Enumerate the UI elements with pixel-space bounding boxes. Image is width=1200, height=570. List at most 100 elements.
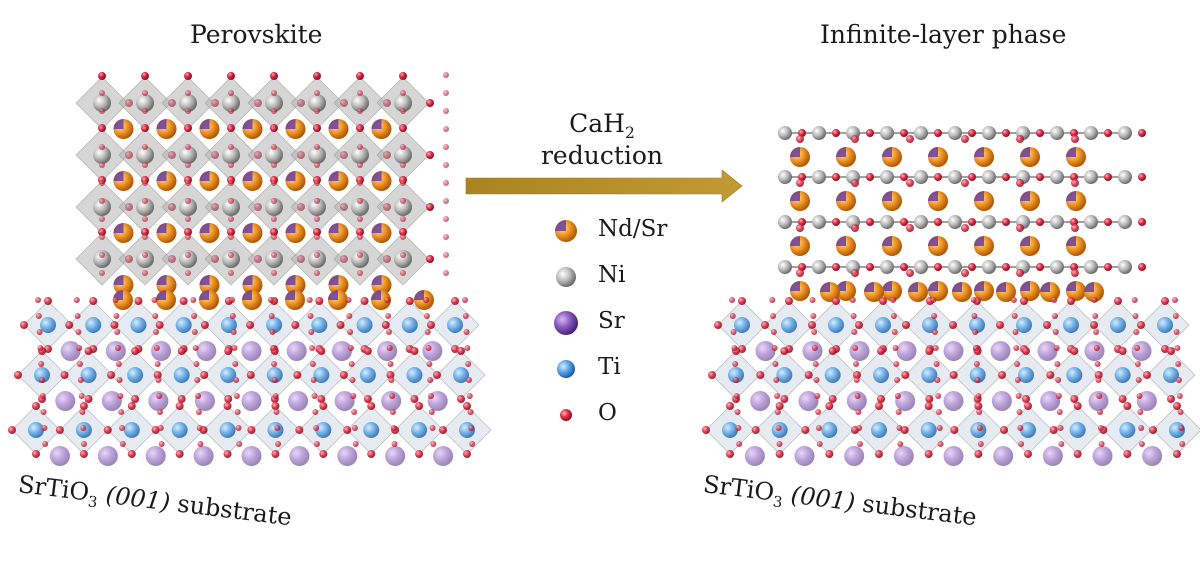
left-substrate-sr-atom: [101, 391, 122, 411]
right-substrate-o-chain: [977, 441, 984, 447]
left-substrate-ti-atom: [130, 317, 147, 333]
ni-atom: [394, 250, 412, 268]
left-substrate-ti-atom: [266, 367, 283, 383]
right-substrate-o-chain: [894, 393, 901, 399]
perovskite-title: Perovskite: [190, 20, 323, 49]
o-atom: [1071, 269, 1079, 277]
right-substrate-ti-atom: [1063, 317, 1079, 333]
left-substrate-o-chain: [387, 361, 394, 367]
o-chain: [400, 180, 406, 186]
legend-label: Ni: [598, 262, 626, 288]
o-chain: [185, 126, 191, 132]
left-substrate-o-chain: [469, 441, 476, 447]
right-substrate-o-atom: [808, 321, 816, 329]
right-substrate-sr-atom: [1037, 341, 1058, 361]
left-substrate-ti-atom: [40, 317, 56, 333]
o-chain: [185, 90, 191, 96]
left-substrate-o-atom: [246, 321, 255, 329]
right-substrate-sr-atom: [1131, 341, 1152, 361]
o-atom: [900, 218, 908, 226]
ni-atom: [394, 94, 412, 112]
right-substrate-o-chain: [733, 377, 739, 383]
right-substrate-ti-atom: [1016, 317, 1032, 333]
left-substrate-o-atom: [319, 450, 328, 458]
left-substrate-o-atom: [153, 371, 162, 379]
nd-sr-atom: [1066, 191, 1086, 211]
left-substrate-o-chain: [430, 441, 437, 447]
infinite-layer-title: Infinite-layer phase: [820, 20, 1067, 49]
left-substrate-o-chain: [234, 409, 241, 415]
o-chain: [314, 180, 320, 186]
nd-sr-atom: [242, 290, 262, 310]
right-substrate-o-atom: [825, 402, 834, 410]
left-substrate-o-atom: [107, 371, 116, 379]
nd-sr-atom: [974, 236, 994, 256]
nd-sr-atom: [974, 147, 994, 167]
left-substrate-o-chain: [467, 409, 474, 415]
nd-sr-atom: [156, 290, 176, 310]
left-substrate-o-chain: [231, 345, 238, 351]
right-substrate-ti-atom: [821, 422, 838, 438]
right-substrate-o-chain: [975, 393, 982, 399]
o-atom: [906, 224, 914, 232]
left-substrate-o-chain: [273, 409, 280, 415]
right-substrate-o-atom: [1173, 402, 1181, 410]
ni-atom: [351, 198, 369, 216]
right-substrate-o-chain: [735, 425, 742, 431]
right-substrate-o-chain: [1134, 361, 1141, 367]
ti-atom-icon: [557, 360, 575, 378]
left-substrate-o-chain: [351, 409, 358, 415]
right-substrate-o-chain: [1013, 345, 1020, 351]
right-substrate-o-chain: [937, 441, 944, 447]
left-substrate-o-atom: [224, 395, 233, 403]
o-chain: [185, 270, 191, 276]
o-chain: [228, 72, 234, 78]
right-substrate-o-chain: [973, 345, 980, 351]
nd-sr-atom: [1020, 281, 1040, 301]
right-substrate-o-chain: [773, 377, 780, 383]
left-substrate-o-atom: [20, 321, 28, 329]
right-substrate-o-chain: [771, 345, 778, 351]
legend-label: Nd/Sr: [598, 216, 668, 242]
left-substrate-ti-atom: [406, 367, 423, 383]
o-chain: [99, 216, 105, 222]
right-substrate-ti-atom: [1119, 422, 1136, 438]
right-substrate-o-atom: [708, 371, 716, 379]
left-substrate-o-atom: [224, 347, 233, 355]
left-substrate-o-chain: [347, 329, 354, 335]
left-substrate-o-atom: [381, 321, 390, 329]
o-atom: [141, 228, 149, 236]
ni-atom: [93, 250, 111, 268]
left-substrate-sr-atom: [55, 391, 76, 411]
right-substrate-o-chain: [1095, 377, 1102, 383]
o-atom: [866, 263, 874, 271]
left-substrate-o-chain: [389, 393, 396, 399]
left-substrate-o-chain: [462, 297, 468, 303]
right-substrate-sr-atom: [896, 341, 917, 361]
ni-atom: [308, 146, 326, 164]
right-substrate-sr-atom: [1088, 391, 1109, 411]
nd-sr-atom: [199, 290, 219, 310]
o-atom: [1016, 269, 1024, 277]
o-atom: [227, 228, 235, 236]
o-chain: [142, 180, 148, 186]
left-substrate-o-chain: [157, 425, 164, 431]
ni-atom: [880, 215, 894, 229]
left-substrate-o-chain: [112, 297, 119, 303]
o-chain: [357, 72, 363, 78]
left-substrate-o-chain: [79, 409, 86, 415]
o-atom: [426, 99, 434, 107]
right-substrate-o-chain: [730, 329, 737, 335]
o-chain: [142, 234, 148, 240]
o-atom: [1002, 218, 1010, 226]
right-substrate-ti-atom: [873, 367, 889, 383]
left-substrate-o-chain: [77, 361, 84, 367]
right-substrate-o-atom: [1118, 347, 1127, 355]
left-substrate-o-chain: [155, 377, 162, 383]
right-substrate-ti-atom: [1157, 317, 1173, 333]
left-substrate-o-chain: [151, 297, 158, 303]
o-atom: [1016, 135, 1024, 143]
right-substrate-o-chain: [1057, 425, 1064, 431]
right-substrate-o-chain: [1172, 313, 1179, 319]
left-substrate-o-chain: [466, 393, 473, 399]
